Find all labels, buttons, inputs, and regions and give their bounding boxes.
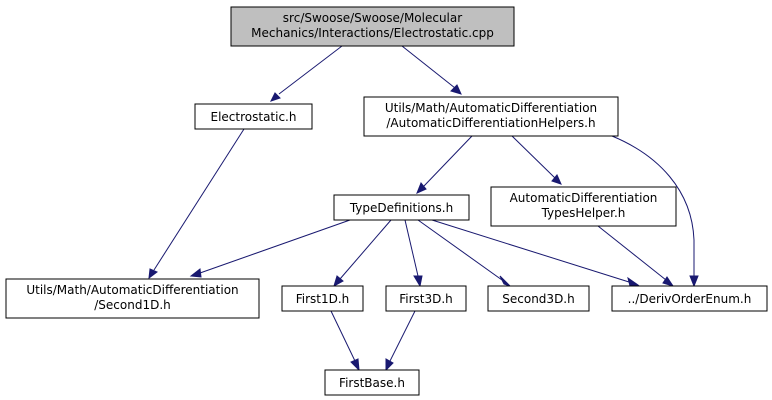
node-ad-helpers-h[interactable]: Utils/Math/AutomaticDifferentiation /Aut… — [363, 96, 619, 137]
edge-arrowhead — [689, 275, 699, 288]
edge-ad-helpers-h-to-deriv-order-enum-h — [611, 135, 699, 288]
node-box — [487, 285, 590, 312]
node-box — [333, 194, 470, 221]
edge-line — [511, 135, 556, 179]
edge-arrowhead — [450, 84, 462, 95]
edge-line — [404, 219, 419, 277]
node-electrostatic-cpp[interactable]: src/Swoose/Swoose/Molecular Mechanics/In… — [230, 6, 515, 47]
node-second3d-h[interactable]: Second3D.h — [487, 285, 590, 312]
edge-ad-types-helper-h-to-deriv-order-enum-h — [597, 225, 675, 287]
nodes-layer: src/Swoose/Swoose/Molecular Mechanics/In… — [5, 6, 768, 396]
edge-arrowhead — [627, 276, 640, 287]
node-type-definitions-h[interactable]: TypeDefinitions.h — [333, 194, 470, 221]
node-box — [324, 369, 420, 396]
edge-electrostatic-cpp-to-electrostatic-h — [270, 45, 343, 102]
node-electrostatic-h[interactable]: Electrostatic.h — [194, 103, 313, 130]
edge-arrowhead — [189, 268, 202, 278]
edge-type-definitions-h-to-first1d-h — [333, 219, 392, 288]
node-first1d-h[interactable]: First1D.h — [281, 285, 364, 312]
node-label-line-1: src/Swoose/Swoose/Molecular — [283, 11, 462, 25]
edge-arrowhead — [270, 92, 281, 102]
edge-line — [330, 310, 356, 362]
node-box — [230, 6, 515, 47]
node-ad-types-helper-h[interactable]: AutomaticDifferentiation TypesHelper.h — [490, 186, 677, 227]
node-label: Second3D.h — [502, 292, 574, 306]
node-second1d-h[interactable]: Utils/Math/AutomaticDifferentiation /Sec… — [5, 278, 260, 319]
node-label-line-1: Utils/Math/AutomaticDifferentiation — [26, 283, 238, 297]
edge-arrowhead — [413, 275, 423, 288]
edges-layer — [148, 45, 699, 372]
edge-arrowhead — [148, 268, 158, 280]
edge-line — [597, 225, 667, 281]
node-box — [281, 285, 364, 312]
edge-arrowhead — [385, 358, 394, 372]
node-label-line-2: /AutomaticDifferentiationHelpers.h — [386, 116, 595, 130]
edge-arrowhead — [551, 174, 562, 185]
node-label: First3D.h — [399, 292, 453, 306]
edge-electrostatic-cpp-to-ad-helpers-h — [401, 45, 462, 95]
edge-line — [423, 135, 473, 187]
edge-line — [431, 219, 630, 283]
node-label-line-1: AutomaticDifferentiation — [510, 191, 658, 205]
edge-line — [199, 219, 351, 274]
edge-line — [153, 128, 245, 271]
node-box — [490, 186, 677, 227]
edge-arrowhead — [499, 275, 511, 287]
edge-line — [401, 45, 456, 89]
edge-arrowhead — [416, 182, 427, 194]
node-label-line-2: /Second1D.h — [94, 298, 171, 312]
edge-arrowhead — [350, 358, 360, 372]
edge-first1d-h-to-first-base-h — [330, 310, 360, 372]
edge-type-definitions-h-to-deriv-order-enum-h — [431, 219, 640, 287]
edge-ad-helpers-h-to-type-definitions-h — [416, 135, 473, 194]
edge-type-definitions-h-to-second3d-h — [417, 219, 511, 287]
node-label-line-2: TypesHelper.h — [541, 206, 626, 220]
node-box — [5, 278, 260, 319]
edge-arrowhead — [662, 276, 675, 287]
node-label: First1D.h — [296, 292, 350, 306]
node-box — [194, 103, 313, 130]
node-box — [385, 285, 467, 312]
node-first3d-h[interactable]: First3D.h — [385, 285, 467, 312]
node-deriv-order-enum-h[interactable]: ../DerivOrderEnum.h — [611, 285, 768, 312]
edge-type-definitions-h-to-second1d-h — [189, 219, 351, 278]
edge-ad-helpers-h-to-ad-types-helper-h — [511, 135, 562, 185]
node-box — [363, 96, 619, 137]
edge-arrowhead — [333, 275, 344, 288]
edge-line — [339, 219, 392, 280]
node-label: ../DerivOrderEnum.h — [628, 292, 752, 306]
edge-line — [611, 135, 695, 276]
edge-first3d-h-to-first-base-h — [385, 310, 416, 372]
node-label: TypeDefinitions.h — [349, 201, 453, 215]
node-label: FirstBase.h — [339, 376, 405, 390]
node-first-base-h[interactable]: FirstBase.h — [324, 369, 420, 396]
edge-line — [417, 219, 503, 281]
node-label: Electrostatic.h — [211, 110, 297, 124]
edge-electrostatic-h-to-second1d-h — [148, 128, 245, 280]
edge-line — [278, 45, 343, 95]
node-label-line-2: Mechanics/Interactions/Electrostatic.cpp — [251, 26, 494, 40]
node-box — [611, 285, 768, 312]
edge-type-definitions-h-to-first3d-h — [404, 219, 423, 288]
node-label-line-1: Utils/Math/AutomaticDifferentiation — [385, 101, 597, 115]
edge-line — [389, 310, 416, 362]
